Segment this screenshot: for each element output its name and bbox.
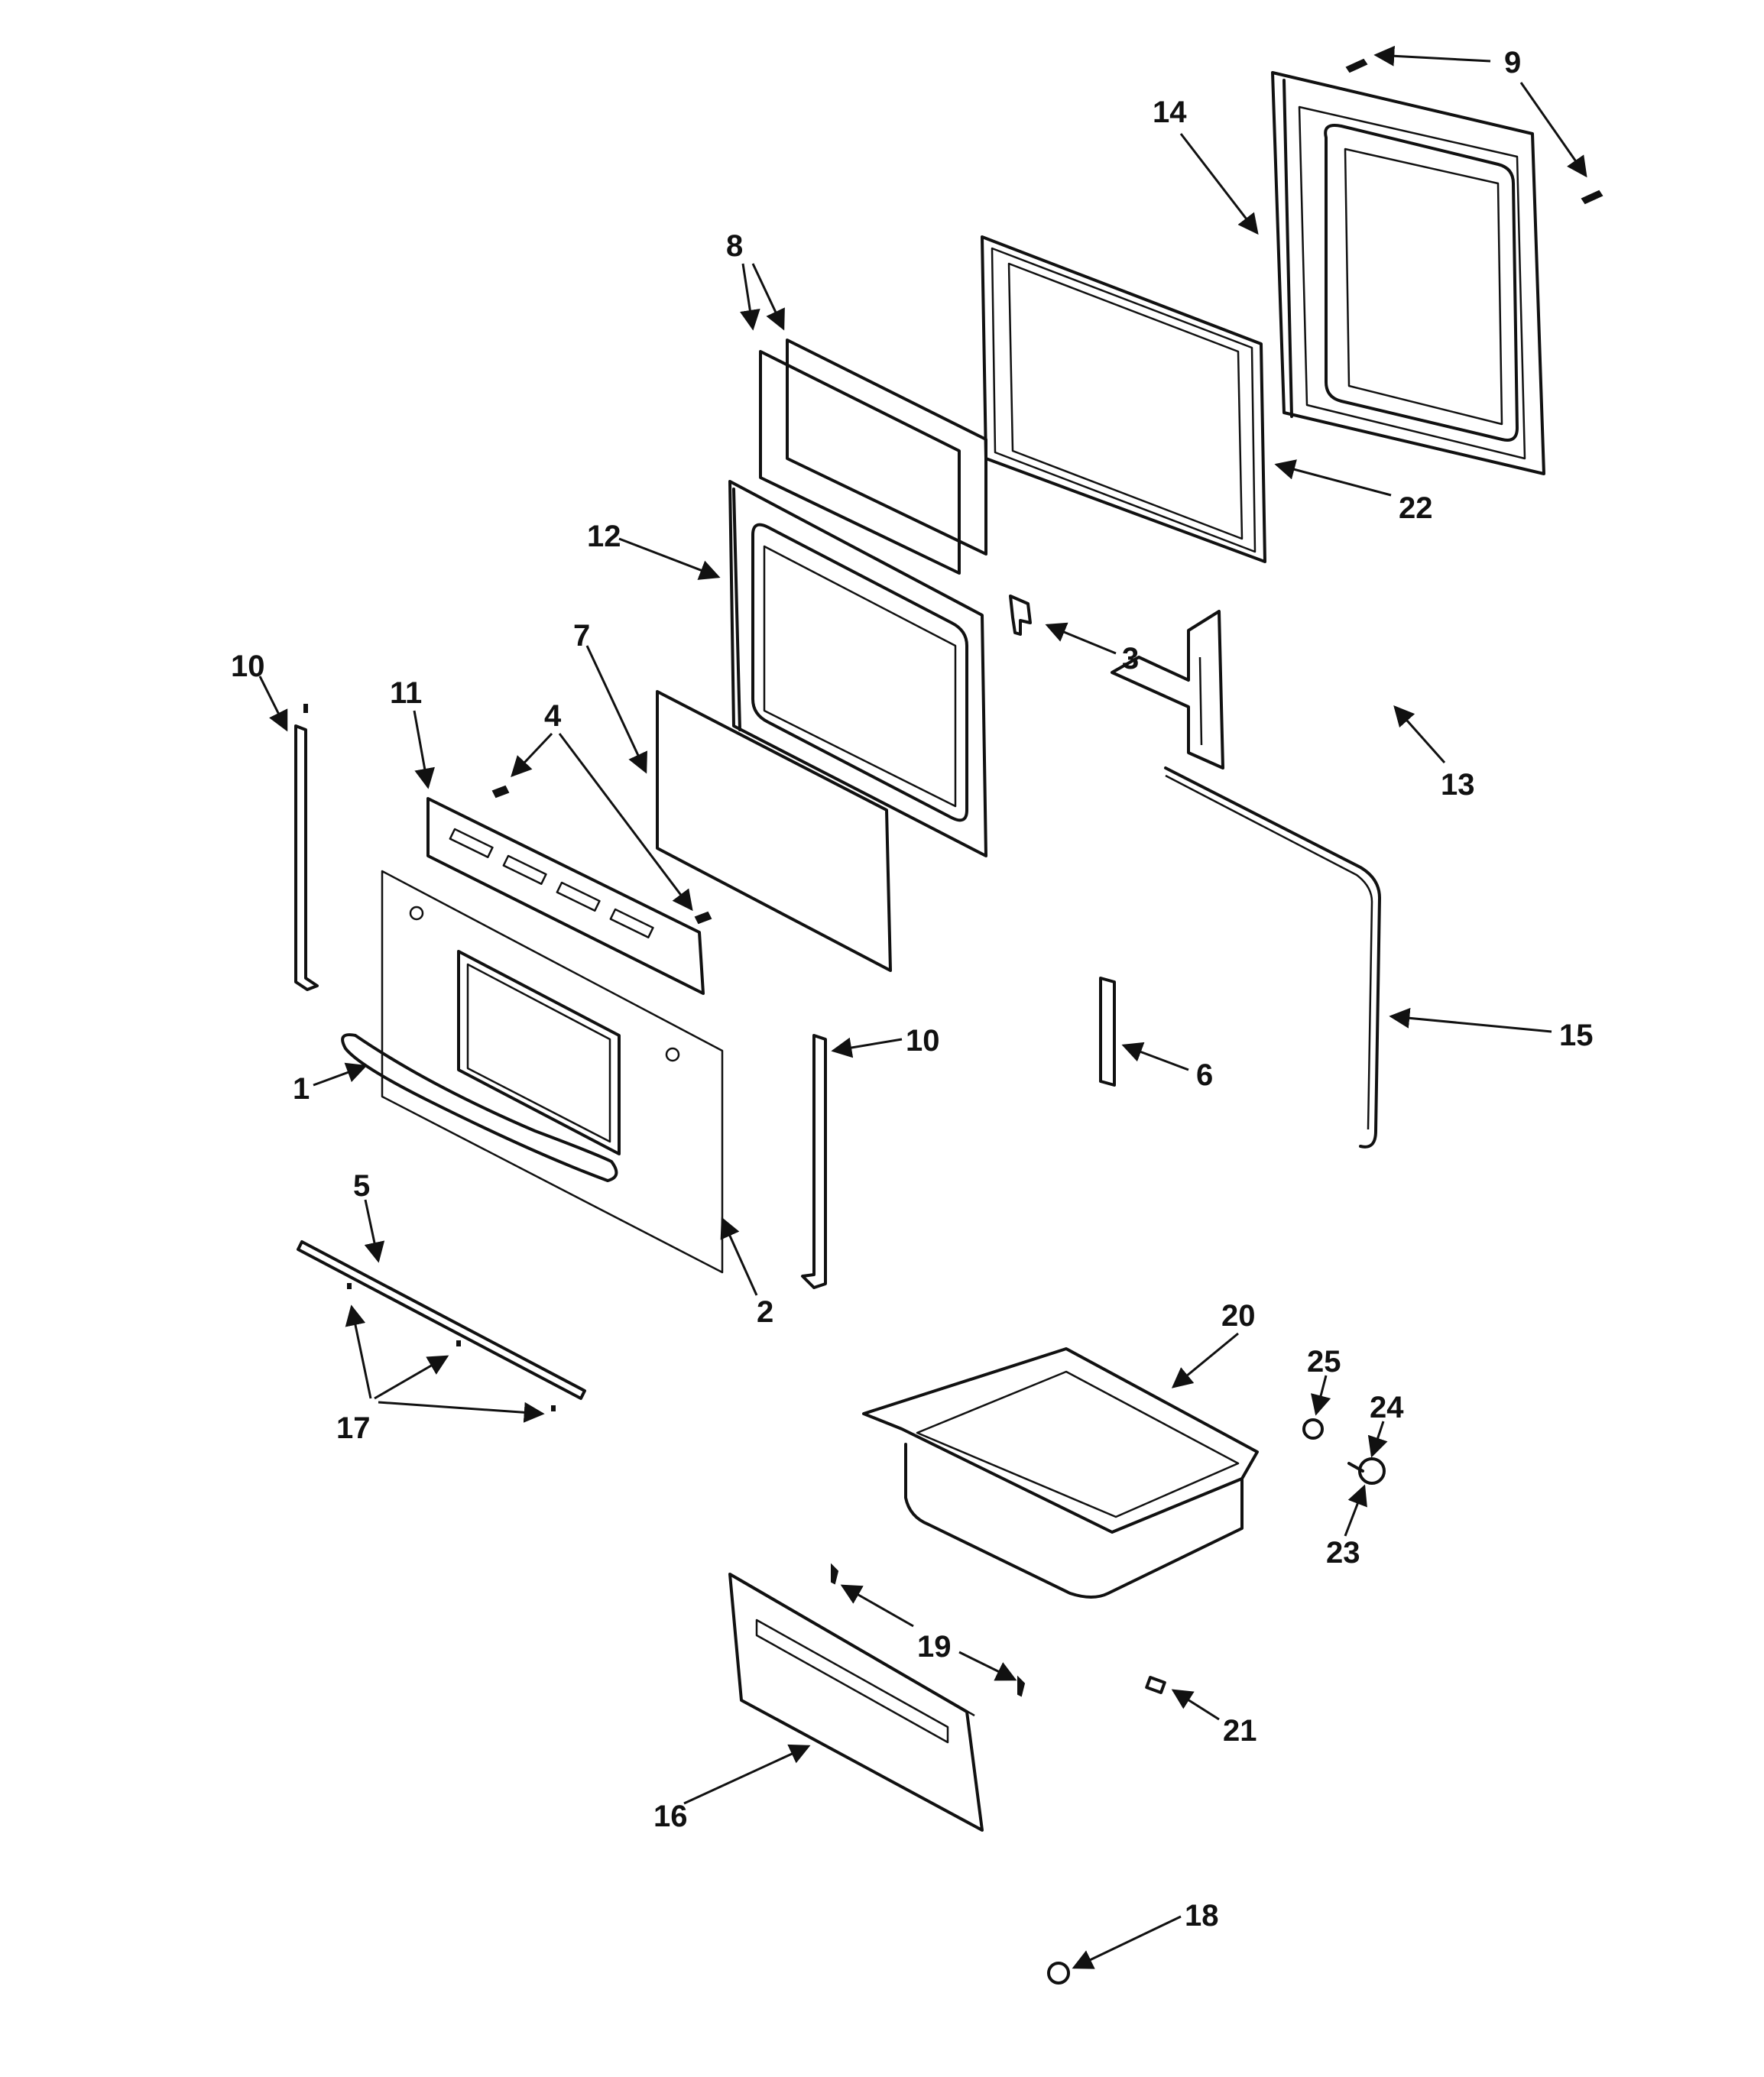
part-16-drawer-front [728,1573,984,1832]
part-6-hinge-strip [1099,977,1116,1087]
part-10-right-strip [801,1034,827,1289]
callout-22: 22 [1399,491,1433,525]
callout-13: 13 [1441,768,1475,802]
callout-15: 15 [1559,1019,1594,1052]
part-2-door-outer-panel [381,870,724,1274]
callout-23: 23 [1326,1536,1360,1570]
callout-17: 17 [336,1411,371,1445]
callout-labels: 9 14 8 22 12 3 13 7 4 11 10 10 6 15 1 2 … [231,46,1594,1933]
part-19-screws [831,1563,1026,1697]
callout-8: 8 [726,229,743,263]
part-24-23-roller [1347,1457,1386,1485]
part-8-glass-panels [759,339,987,575]
part-12-inner-door-panel [728,480,987,857]
part-7-glass [656,690,892,972]
part-11-vent-bracket [426,797,705,995]
callout-24: 24 [1370,1391,1404,1424]
callout-20: 20 [1221,1299,1256,1333]
part-3-bracket [1009,595,1032,636]
part-4-screws [491,785,712,925]
callout-1: 1 [293,1072,310,1106]
part-21-pad [1145,1676,1166,1694]
callout-10-left: 10 [231,650,265,683]
callout-12: 12 [587,520,621,553]
callout-25: 25 [1307,1345,1341,1379]
part-18-nut [1047,1962,1070,1985]
part-14-outer-door-panel [1271,71,1545,475]
callout-6: 6 [1196,1058,1213,1092]
callout-19: 19 [917,1630,952,1664]
callout-11: 11 [390,676,422,710]
callout-2: 2 [757,1295,773,1329]
part-13-insulation [1111,610,1224,770]
callout-3: 3 [1122,642,1139,676]
part-20-drawer-pan [862,1347,1259,1599]
callout-7: 7 [573,619,590,653]
callout-21: 21 [1223,1714,1257,1748]
part-15-gasket [1164,766,1381,1149]
callout-16: 16 [653,1800,688,1833]
callout-14: 14 [1153,96,1187,129]
part-1-door-handle [341,1033,618,1182]
part-5-bottom-trim [297,1240,586,1411]
callout-5: 5 [353,1169,370,1203]
part-10-left-strip [294,704,319,991]
callout-9: 9 [1504,46,1521,79]
part-9-screws [1345,58,1603,205]
leader-lines [258,45,1587,1969]
callout-4: 4 [544,699,562,733]
callout-18: 18 [1185,1899,1219,1933]
callout-10-right: 10 [906,1024,940,1058]
part-25-clip [1302,1418,1324,1440]
part-22-door-frame [981,235,1266,563]
